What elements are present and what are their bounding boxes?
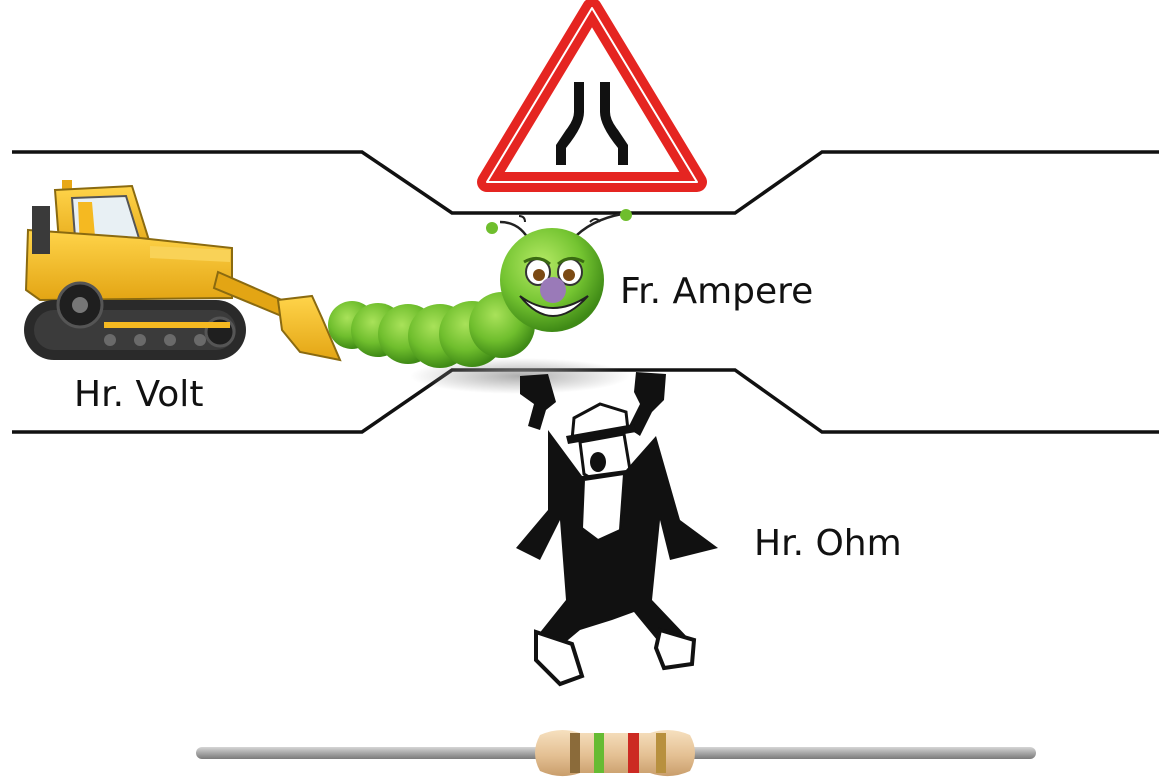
road-narrows-sign-icon [477, 0, 707, 192]
road-top-edge [12, 150, 1159, 215]
resistor-icon [196, 729, 1036, 777]
label-ohm: Hr. Ohm [754, 523, 902, 564]
bulldozer-icon [24, 180, 342, 362]
label-volt: Hr. Volt [74, 374, 204, 415]
label-ampere: Fr. Ampere [620, 271, 814, 312]
worm-icon [328, 209, 632, 368]
man-with-hat-icon [516, 372, 718, 687]
